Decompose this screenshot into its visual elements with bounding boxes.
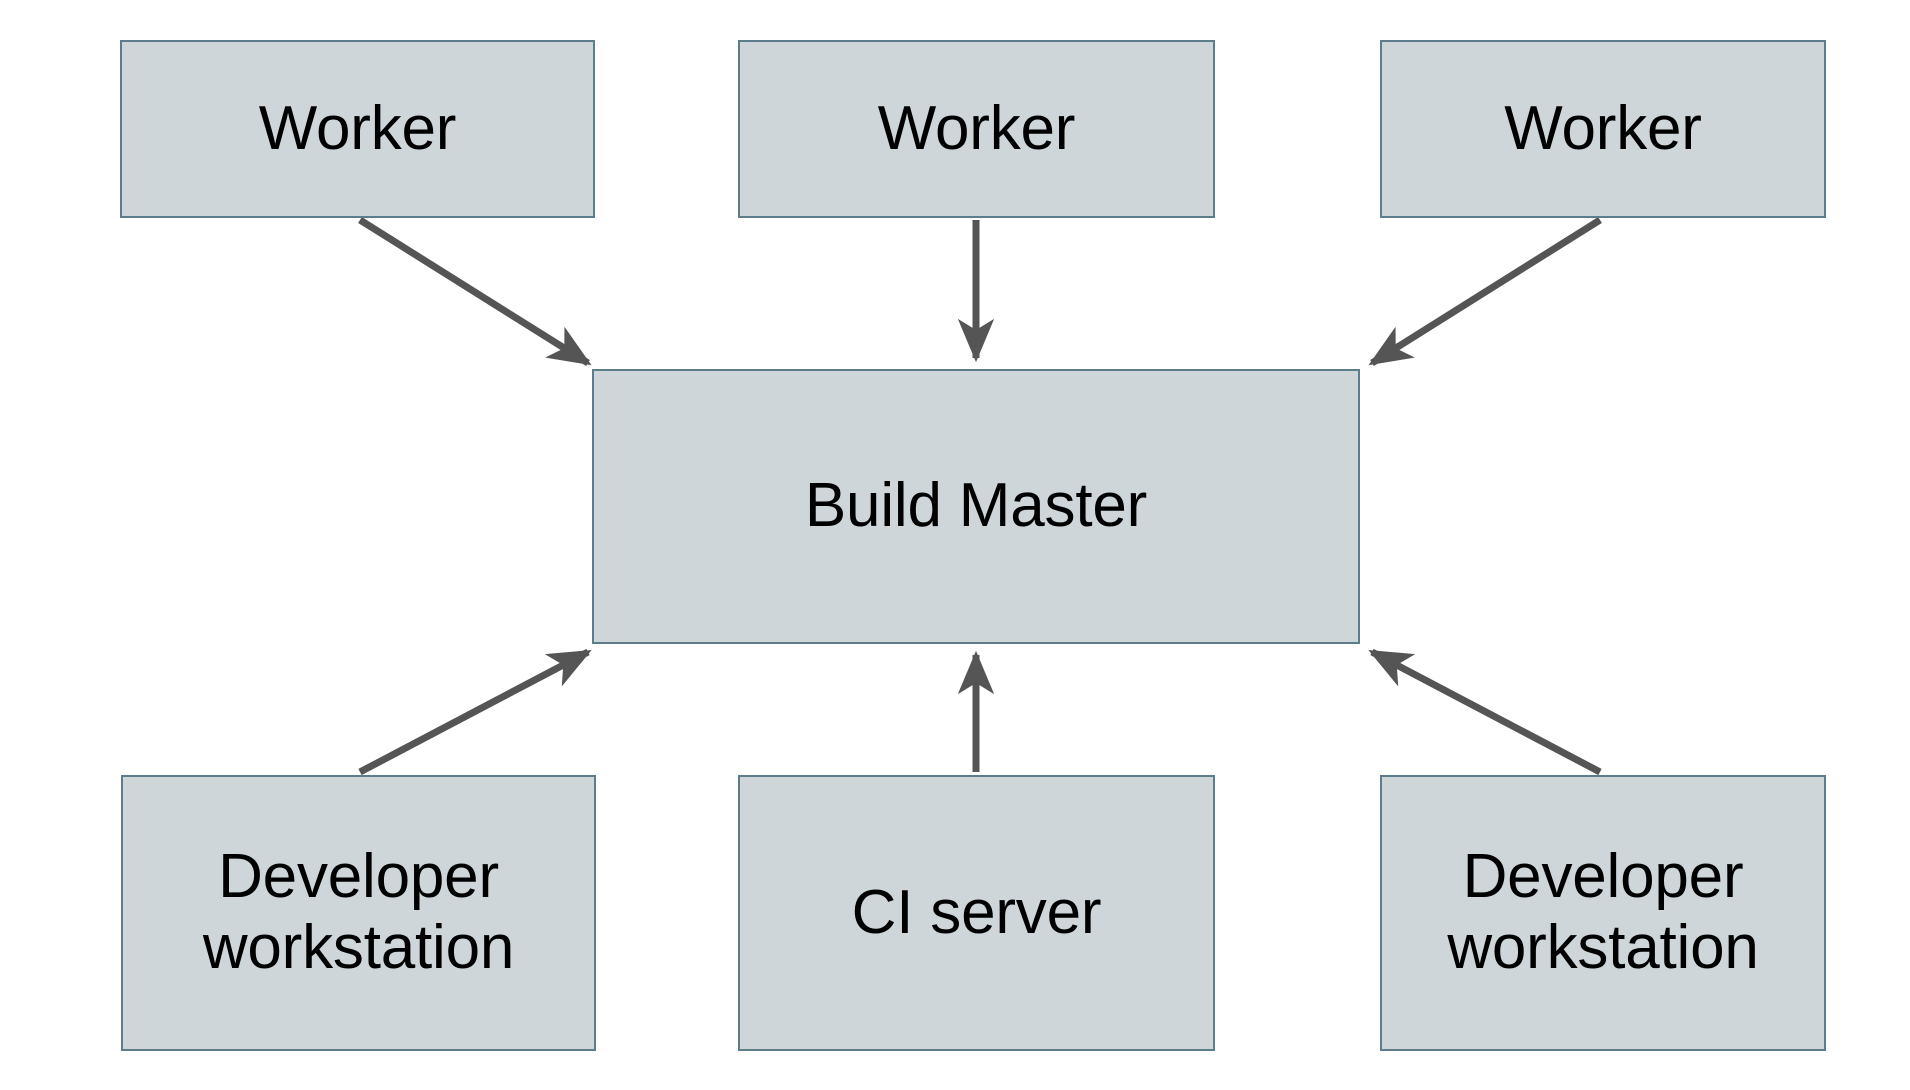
edge-worker-3-to-build-master	[1368, 217, 1602, 366]
node-developer-workstation-right-label: Developer workstation	[1447, 842, 1759, 982]
node-developer-workstation-left[interactable]: Developer workstation	[121, 775, 596, 1051]
node-worker-3-label: Worker	[1504, 93, 1702, 163]
node-worker-2-label: Worker	[877, 93, 1076, 163]
node-ci-server-label: CI server	[851, 877, 1102, 947]
edge-dev-ws-1-to-build-master	[358, 648, 592, 776]
node-developer-workstation-right[interactable]: Developer workstation	[1380, 775, 1826, 1051]
node-worker-1[interactable]: Worker	[120, 40, 595, 218]
node-developer-workstation-left-label: Developer workstation	[202, 842, 515, 982]
node-build-master-label: Build Master	[804, 471, 1148, 541]
node-worker-3[interactable]: Worker	[1380, 40, 1826, 218]
node-build-master[interactable]: Build Master	[592, 369, 1360, 644]
node-ci-server[interactable]: CI server	[738, 775, 1215, 1051]
edge-worker-1-to-build-master	[358, 217, 592, 366]
node-worker-1-label: Worker	[258, 93, 457, 163]
edge-dev-ws-2-to-build-master	[1368, 648, 1602, 776]
node-worker-2[interactable]: Worker	[738, 40, 1215, 218]
